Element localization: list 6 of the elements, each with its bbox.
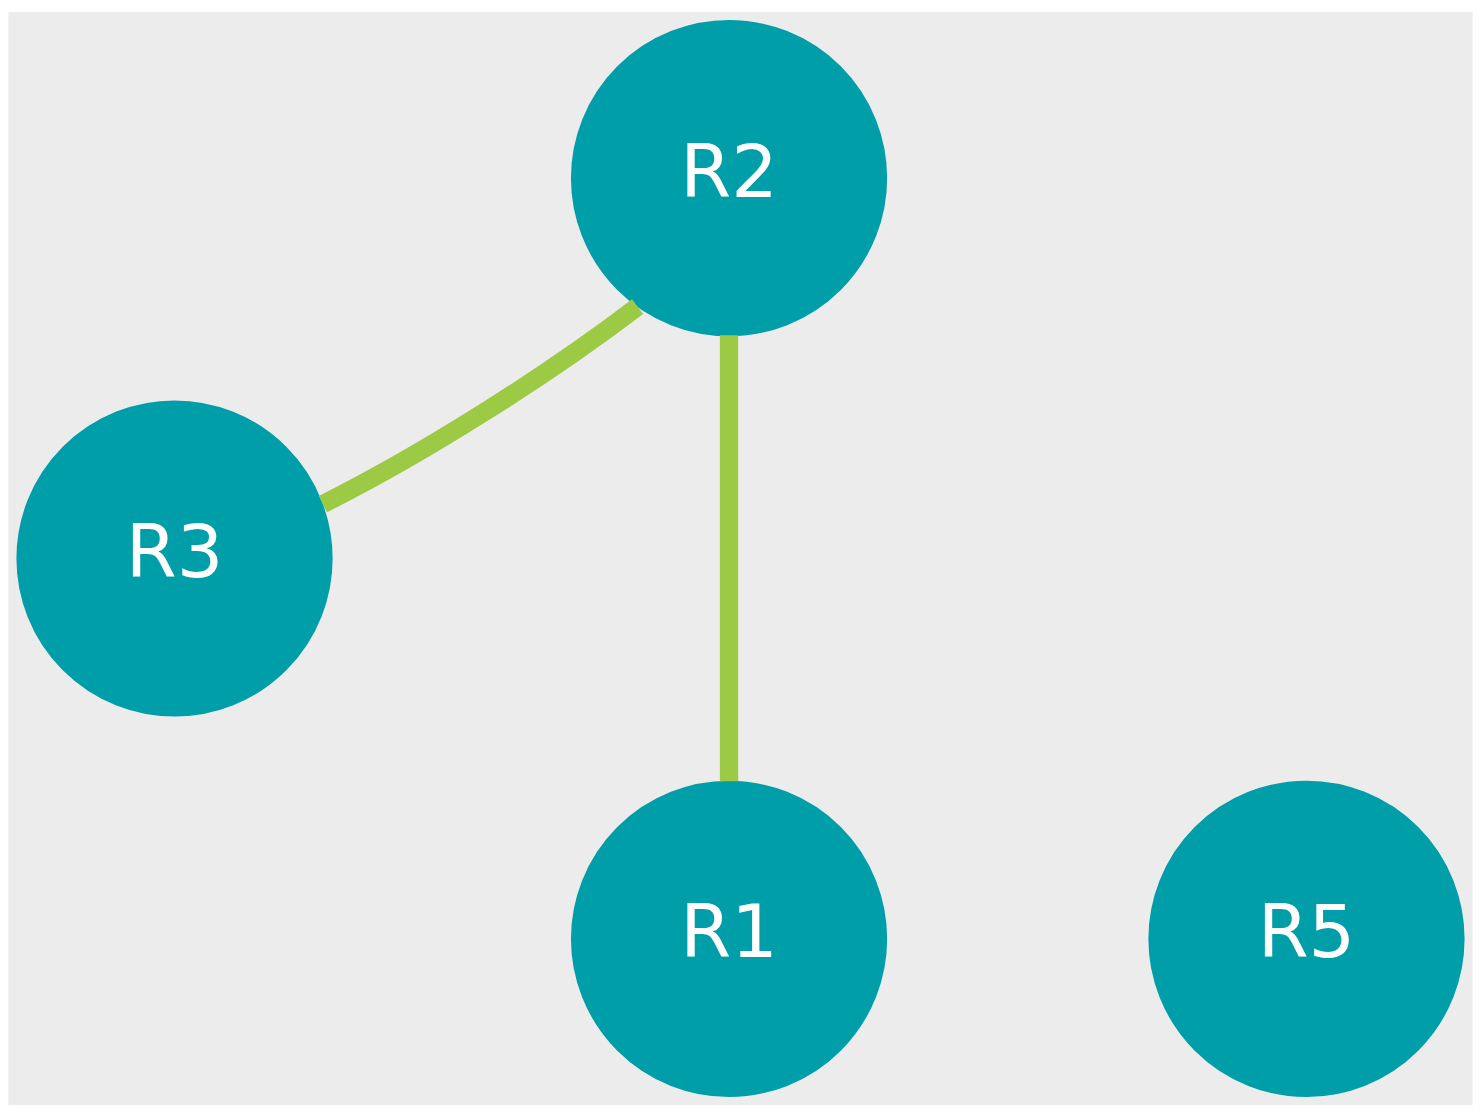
- node-circle: R3: [16, 399, 333, 717]
- connector: [318, 298, 644, 512]
- connector: [719, 334, 739, 781]
- node-circle: R1: [570, 780, 888, 1097]
- node-circle: R5: [1148, 780, 1465, 1097]
- node-circle: R2: [570, 19, 888, 336]
